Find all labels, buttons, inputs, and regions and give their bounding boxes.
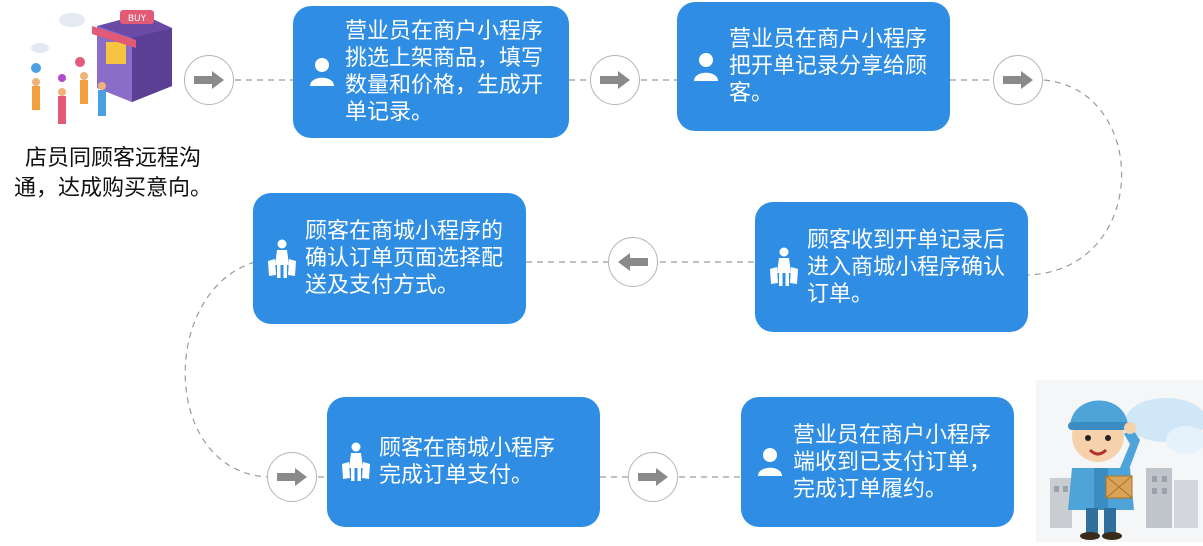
arrow-right-icon bbox=[590, 55, 640, 105]
intro-caption-line: 通，达成购买意向。 bbox=[13, 176, 212, 201]
person-icon bbox=[753, 447, 787, 477]
shopper-bags-icon bbox=[265, 239, 299, 279]
step-5-box: 顾客在商城小程序 完成订单支付。 bbox=[327, 397, 600, 527]
intro-caption-line: 店员同顾客远程沟 bbox=[24, 146, 201, 171]
intro-caption: 店员同顾客远程沟 通，达成购买意向。 bbox=[6, 144, 220, 204]
step-line: 顾客收到开单记录后 bbox=[807, 227, 1006, 253]
arrow-right-icon bbox=[993, 55, 1043, 105]
step-line: 单记录。 bbox=[345, 100, 434, 125]
step-line: 营业员在商户小程序 bbox=[729, 27, 928, 52]
step-1-box: 营业员在商户小程序 挑选上架商品，填写 数量和价格，生成开 单记录。 bbox=[293, 6, 569, 138]
shopper-bags-icon bbox=[339, 442, 373, 482]
step-5-text: 顾客在商城小程序 完成订单支付。 bbox=[379, 435, 555, 489]
shop-sign: BUY bbox=[128, 14, 147, 24]
step-line: 营业员在商户小程序 bbox=[345, 19, 544, 44]
step-line: 端收到已支付订单， bbox=[793, 449, 992, 475]
shopper-bags-icon bbox=[767, 247, 801, 287]
step-line: 订单。 bbox=[807, 281, 874, 307]
step-2-text: 营业员在商户小程序 把开单记录分享给顾 客。 bbox=[729, 26, 927, 107]
step-line: 确认订单页面选择配 bbox=[305, 246, 504, 271]
step-line: 客。 bbox=[729, 81, 774, 106]
step-6-text: 营业员在商户小程序 端收到已支付订单， 完成订单履约。 bbox=[793, 422, 991, 503]
step-line: 顾客在商城小程序的 bbox=[305, 219, 504, 244]
shop-illustration: BUY bbox=[22, 4, 182, 142]
arrow-right-icon bbox=[267, 452, 317, 502]
step-line: 完成订单履约。 bbox=[793, 476, 948, 502]
arrow-right-icon bbox=[628, 452, 678, 502]
step-3-text: 顾客收到开单记录后 进入商城小程序确认 订单。 bbox=[807, 227, 1005, 308]
step-line: 送及支付方式。 bbox=[305, 273, 460, 298]
step-1-text: 营业员在商户小程序 挑选上架商品，填写 数量和价格，生成开 单记录。 bbox=[345, 18, 543, 126]
arrow-left-icon bbox=[608, 237, 658, 287]
step-3-box: 顾客收到开单记录后 进入商城小程序确认 订单。 bbox=[755, 202, 1028, 332]
step-2-box: 营业员在商户小程序 把开单记录分享给顾 客。 bbox=[677, 2, 950, 131]
person-icon bbox=[689, 52, 723, 82]
step-6-box: 营业员在商户小程序 端收到已支付订单， 完成订单履约。 bbox=[741, 397, 1014, 527]
step-line: 进入商城小程序确认 bbox=[807, 254, 1006, 280]
step-line: 完成订单支付。 bbox=[379, 463, 534, 488]
courier-illustration bbox=[1036, 380, 1203, 542]
step-line: 营业员在商户小程序 bbox=[793, 422, 992, 448]
step-4-text: 顾客在商城小程序的 确认订单页面选择配 送及支付方式。 bbox=[305, 218, 503, 299]
step-line: 挑选上架商品，填写 bbox=[345, 46, 544, 71]
step-line: 顾客在商城小程序 bbox=[379, 436, 556, 461]
step-line: 数量和价格，生成开 bbox=[345, 73, 544, 98]
step-4-box: 顾客在商城小程序的 确认订单页面选择配 送及支付方式。 bbox=[253, 193, 526, 324]
arrow-right-icon bbox=[184, 55, 234, 105]
person-icon bbox=[305, 57, 339, 87]
step-line: 把开单记录分享给顾 bbox=[729, 54, 928, 79]
